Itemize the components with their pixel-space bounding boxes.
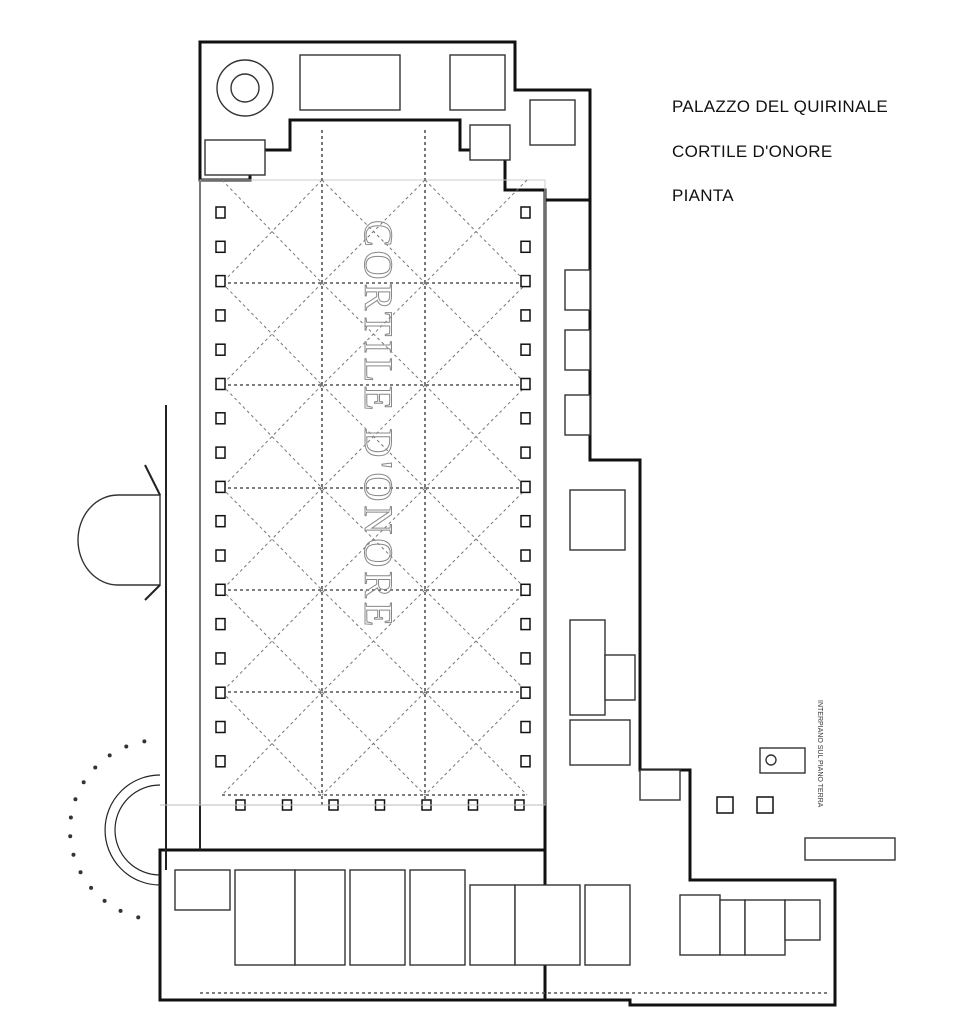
diagonal-line	[424, 179, 528, 284]
east-wing	[543, 198, 837, 1007]
colonnade-dot	[89, 885, 94, 890]
pillar	[520, 377, 531, 391]
pillar	[215, 343, 226, 356]
pillar	[215, 446, 226, 459]
diagonal-line	[321, 179, 426, 284]
inset-plan: INTERPIANO SUL PIANO TERRA	[716, 700, 896, 861]
pillar	[520, 343, 531, 356]
courtyard: CORTILE D'ONORE	[199, 130, 546, 811]
diagonal-line	[424, 384, 528, 489]
title-palazzo: PALAZZO DEL QUIRINALE	[672, 97, 889, 116]
west-wing	[68, 180, 201, 920]
pillar	[520, 480, 531, 494]
diagonal-line	[321, 384, 426, 489]
colonnade-dot	[142, 739, 147, 744]
pillar	[215, 309, 226, 322]
pillar	[215, 480, 226, 494]
diagonal-line	[321, 282, 426, 386]
apse	[77, 494, 161, 586]
pillar	[520, 240, 531, 254]
colonnade-dot	[73, 797, 78, 802]
pillar	[520, 583, 531, 597]
pillar	[520, 514, 531, 528]
south-wing	[158, 848, 830, 1002]
colonnade-dot	[68, 815, 73, 820]
colonnade-dot	[78, 870, 83, 875]
pillar	[520, 617, 531, 631]
pillar	[215, 755, 226, 768]
pillar	[215, 720, 226, 734]
diagonal-line	[321, 589, 426, 693]
courtyard-label: CORTILE D'ONORE	[356, 220, 401, 630]
title-cortile: CORTILE D'ONORE	[672, 142, 833, 161]
pillar	[520, 549, 531, 562]
pillar	[520, 206, 531, 219]
pillar	[215, 514, 226, 528]
pillar	[215, 377, 226, 391]
diagonal-line	[321, 691, 426, 796]
pillar	[520, 755, 531, 768]
pillar	[215, 412, 226, 425]
pillar	[215, 652, 226, 665]
diagonal-line	[424, 282, 528, 386]
pillar	[215, 617, 226, 631]
colonnade-dot	[81, 780, 86, 785]
colonnade-dot	[118, 908, 123, 913]
pillar	[215, 549, 226, 562]
pillar	[520, 446, 531, 459]
north-wing	[198, 40, 592, 202]
colonnade-dot	[136, 915, 141, 920]
diagonal-line	[424, 487, 528, 591]
colonnade-dot	[107, 753, 112, 758]
pillar	[520, 652, 531, 665]
pillar	[215, 686, 226, 699]
diagonal-line	[321, 487, 426, 591]
pillar	[520, 412, 531, 425]
pillar	[520, 274, 531, 288]
colonnade-dot	[71, 852, 76, 857]
diagonal-line	[424, 589, 528, 693]
pillar	[520, 720, 531, 734]
pillar	[215, 240, 226, 254]
colonnade-dot	[124, 744, 129, 749]
inset-label: INTERPIANO SUL PIANO TERRA	[816, 700, 823, 808]
pillar	[215, 206, 226, 219]
pillar	[520, 309, 531, 322]
pillar	[215, 274, 226, 288]
diagonal-line	[424, 691, 528, 796]
pillar	[520, 686, 531, 699]
colonnade-dot	[93, 765, 98, 770]
pillar	[215, 583, 226, 597]
colonnade-dot	[68, 834, 73, 839]
title-pianta: PIANTA	[672, 186, 734, 205]
colonnade-dot	[102, 898, 107, 903]
